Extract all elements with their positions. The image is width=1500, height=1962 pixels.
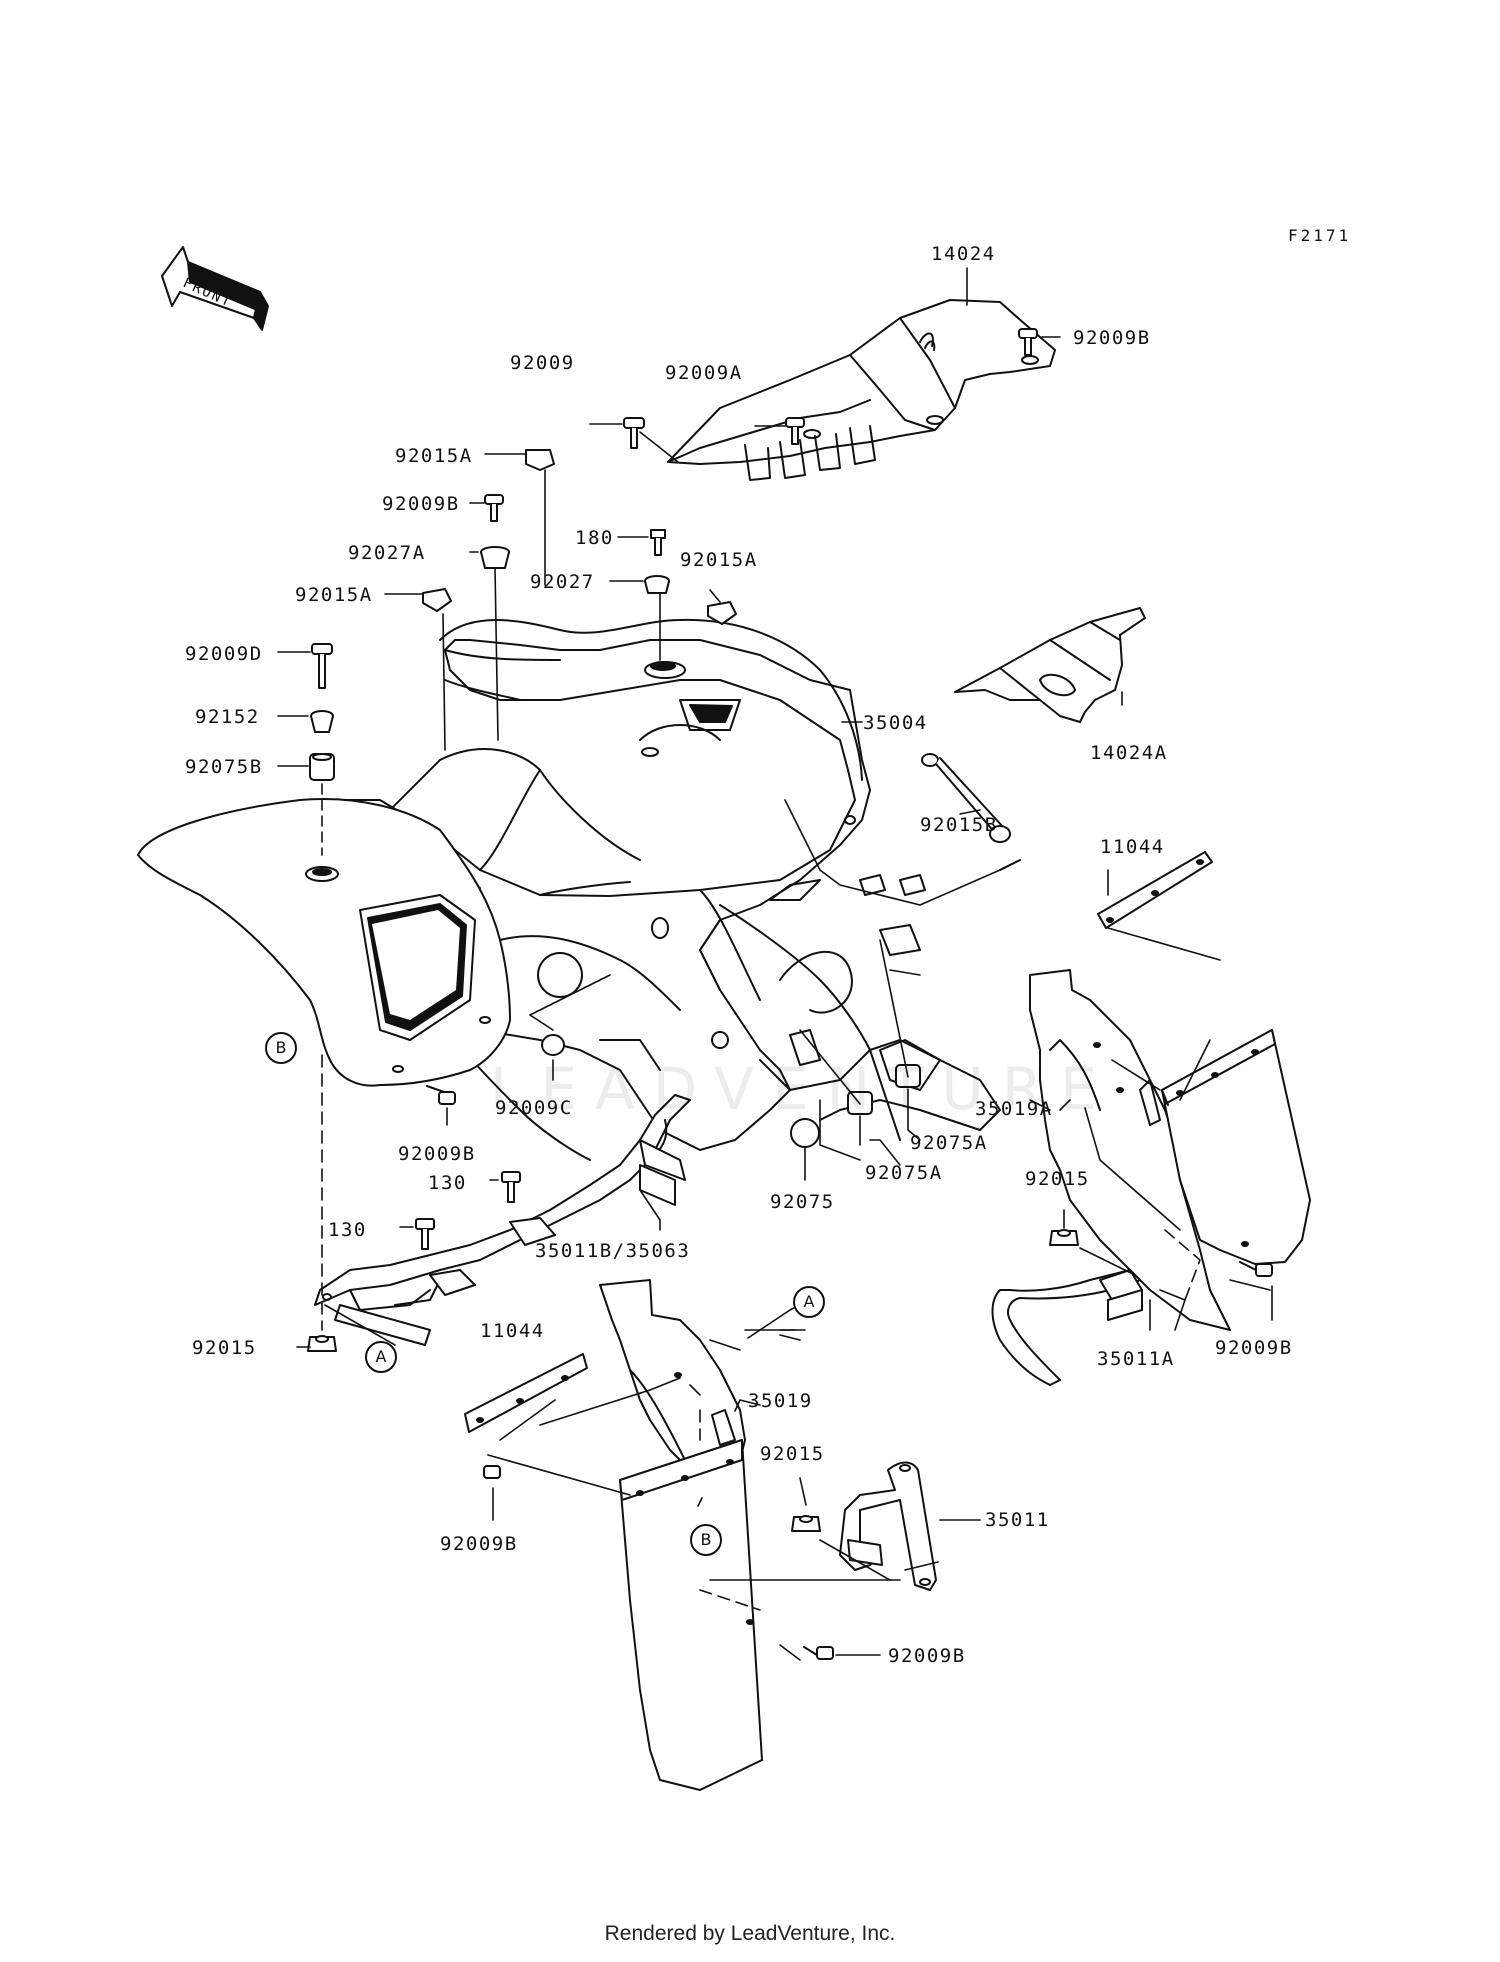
watermark: LEADVENTURE: [490, 1055, 1115, 1123]
part-label-92015[interactable]: 92015: [192, 1337, 257, 1359]
part-label-92009[interactable]: 92009: [510, 352, 575, 374]
part-label-92009B[interactable]: 92009B: [440, 1533, 518, 1555]
diagram-code: F2171: [1288, 226, 1352, 245]
part-label-35011A[interactable]: 35011A: [1097, 1348, 1175, 1370]
part-label-92015[interactable]: 92015: [1025, 1168, 1090, 1190]
part-label-92009B[interactable]: 92009B: [398, 1143, 476, 1165]
leader-lines: [277, 267, 1273, 1661]
bracket-35011A: [991, 1269, 1143, 1386]
part-label-92009B[interactable]: 92009B: [382, 493, 460, 515]
part-label-92075B[interactable]: 92075B: [185, 756, 263, 778]
part-label-35011B-35063[interactable]: 35011B/35063: [535, 1240, 691, 1262]
part-label-92009D[interactable]: 92009D: [185, 643, 263, 665]
part-label-92009B[interactable]: 92009B: [1215, 1337, 1293, 1359]
front-arrow-icon: FRONT: [161, 246, 269, 331]
strip-11044-left: [464, 1353, 588, 1433]
part-label-92009A[interactable]: 92009A: [665, 362, 743, 384]
part-label-92009C[interactable]: 92009C: [495, 1097, 573, 1119]
left-fender-wing: [137, 798, 511, 1087]
part-label-92075A[interactable]: 92075A: [910, 1132, 988, 1154]
part-label-35011[interactable]: 35011: [985, 1509, 1050, 1531]
part-label-14024A[interactable]: 14024A: [1090, 742, 1168, 764]
part-label-35019[interactable]: 35019: [748, 1390, 813, 1412]
part-label-11044[interactable]: 11044: [480, 1320, 545, 1342]
part-label-35004[interactable]: 35004: [863, 712, 928, 734]
guard-14024A: [954, 607, 1146, 723]
part-label-130[interactable]: 130: [428, 1172, 467, 1194]
part-label-92015A[interactable]: 92015A: [680, 549, 758, 571]
footer-credit: Rendered by LeadVenture, Inc.: [604, 1922, 896, 1945]
part-label-92015A[interactable]: 92015A: [295, 584, 373, 606]
part-label-35019A[interactable]: 35019A: [975, 1098, 1053, 1120]
part-label-130[interactable]: 130: [328, 1219, 367, 1241]
part-label-180[interactable]: 180: [575, 527, 614, 549]
mud-flap-35019A: [1029, 969, 1311, 1331]
part-label-92075[interactable]: 92075: [770, 1191, 835, 1213]
mud-flap-35019: [599, 1279, 763, 1791]
part-label-11044[interactable]: 11044: [1100, 836, 1165, 858]
callout-a: A: [365, 1341, 397, 1373]
fasteners: [307, 328, 1273, 1660]
part-label-92027[interactable]: 92027: [530, 571, 595, 593]
fender-side-detail: [499, 874, 1001, 1131]
part-label-92015B[interactable]: 92015B: [920, 814, 998, 836]
part-label-14024[interactable]: 14024: [931, 243, 996, 265]
bracket-35011: [839, 1461, 937, 1591]
rear-fender-35004: [139, 618, 1021, 1161]
bracket-35011B: [314, 1094, 691, 1346]
part-label-92015[interactable]: 92015: [760, 1443, 825, 1465]
part-label-92009B[interactable]: 92009B: [888, 1645, 966, 1667]
part-label-92075A[interactable]: 92075A: [865, 1162, 943, 1184]
callout-b: B: [690, 1524, 722, 1556]
part-label-92027A[interactable]: 92027A: [348, 542, 426, 564]
callout-b: B: [265, 1032, 297, 1064]
part-label-92152[interactable]: 92152: [195, 706, 260, 728]
callout-a: A: [793, 1286, 825, 1318]
strip-11044-right: [1097, 851, 1213, 929]
part-label-92009B[interactable]: 92009B: [1073, 327, 1151, 349]
part-label-92015A[interactable]: 92015A: [395, 445, 473, 467]
top-guard-14024: [667, 299, 1056, 481]
